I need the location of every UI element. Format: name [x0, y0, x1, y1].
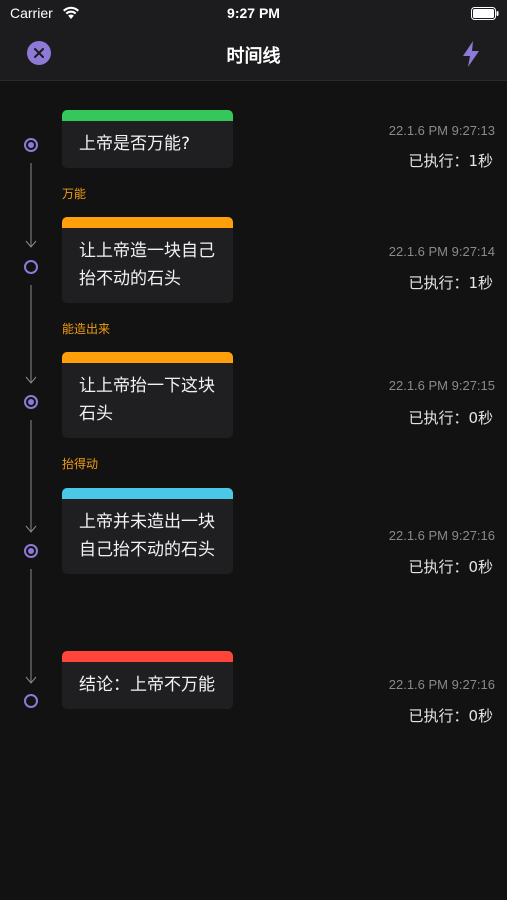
event-card[interactable]: 上帝是否万能?	[62, 110, 233, 168]
connector-arrow	[25, 420, 37, 533]
event-text: 让上帝抬一下这块石头	[79, 376, 215, 424]
event-elapsed: 已执行：1秒	[408, 274, 493, 292]
card-color-bar	[62, 488, 233, 499]
card-color-bar	[62, 217, 233, 228]
event-card[interactable]: 让上帝造一块自己抬不动的石头	[62, 217, 233, 303]
connector-arrow	[25, 163, 37, 248]
event-elapsed: 已执行：0秒	[408, 558, 493, 576]
card-color-bar	[62, 110, 233, 121]
timeline: 上帝是否万能? 22.1.6 PM 9:27:13 已执行：1秒 万能 让上帝造…	[0, 81, 507, 900]
battery-icon	[471, 7, 499, 20]
timeline-node	[24, 260, 38, 274]
event-card[interactable]: 让上帝抬一下这块石头	[62, 352, 233, 438]
carrier-label: Carrier	[10, 5, 53, 21]
event-timestamp: 22.1.6 PM 9:27:16	[388, 528, 495, 543]
branch-label: 万能	[62, 187, 87, 201]
status-time: 9:27 PM	[227, 5, 280, 21]
event-elapsed: 已执行：1秒	[408, 152, 493, 170]
card-color-bar	[62, 352, 233, 363]
event-card[interactable]: 结论：上帝不万能	[62, 651, 233, 709]
close-icon	[34, 48, 44, 58]
lightning-bolt-icon[interactable]	[460, 40, 482, 68]
wifi-icon	[63, 6, 79, 19]
event-text: 让上帝造一块自己抬不动的石头	[79, 241, 215, 289]
event-timestamp: 22.1.6 PM 9:27:14	[388, 244, 495, 259]
close-button[interactable]	[27, 41, 51, 65]
event-timestamp: 22.1.6 PM 9:27:13	[388, 123, 495, 138]
timeline-node	[24, 395, 38, 409]
event-elapsed: 已执行：0秒	[408, 707, 493, 725]
timeline-node	[24, 138, 38, 152]
branch-label: 能造出来	[62, 322, 111, 336]
event-text: 上帝并未造出一块自己抬不动的石头	[79, 512, 215, 560]
connector-arrow	[25, 569, 37, 684]
timeline-node	[24, 694, 38, 708]
event-text: 结论：上帝不万能	[79, 675, 215, 695]
event-text: 上帝是否万能?	[79, 134, 191, 154]
connector-arrow	[25, 285, 37, 384]
page-title: 时间线	[226, 46, 281, 67]
event-elapsed: 已执行：0秒	[408, 409, 493, 427]
card-color-bar	[62, 651, 233, 662]
event-timestamp: 22.1.6 PM 9:27:15	[388, 378, 495, 393]
event-timestamp: 22.1.6 PM 9:27:16	[388, 677, 495, 692]
navigation-bar: 时间线	[0, 28, 507, 81]
status-bar: Carrier 9:27 PM	[0, 0, 507, 28]
event-card[interactable]: 上帝并未造出一块自己抬不动的石头	[62, 488, 233, 574]
branch-label: 抬得动	[62, 457, 99, 471]
timeline-node	[24, 544, 38, 558]
